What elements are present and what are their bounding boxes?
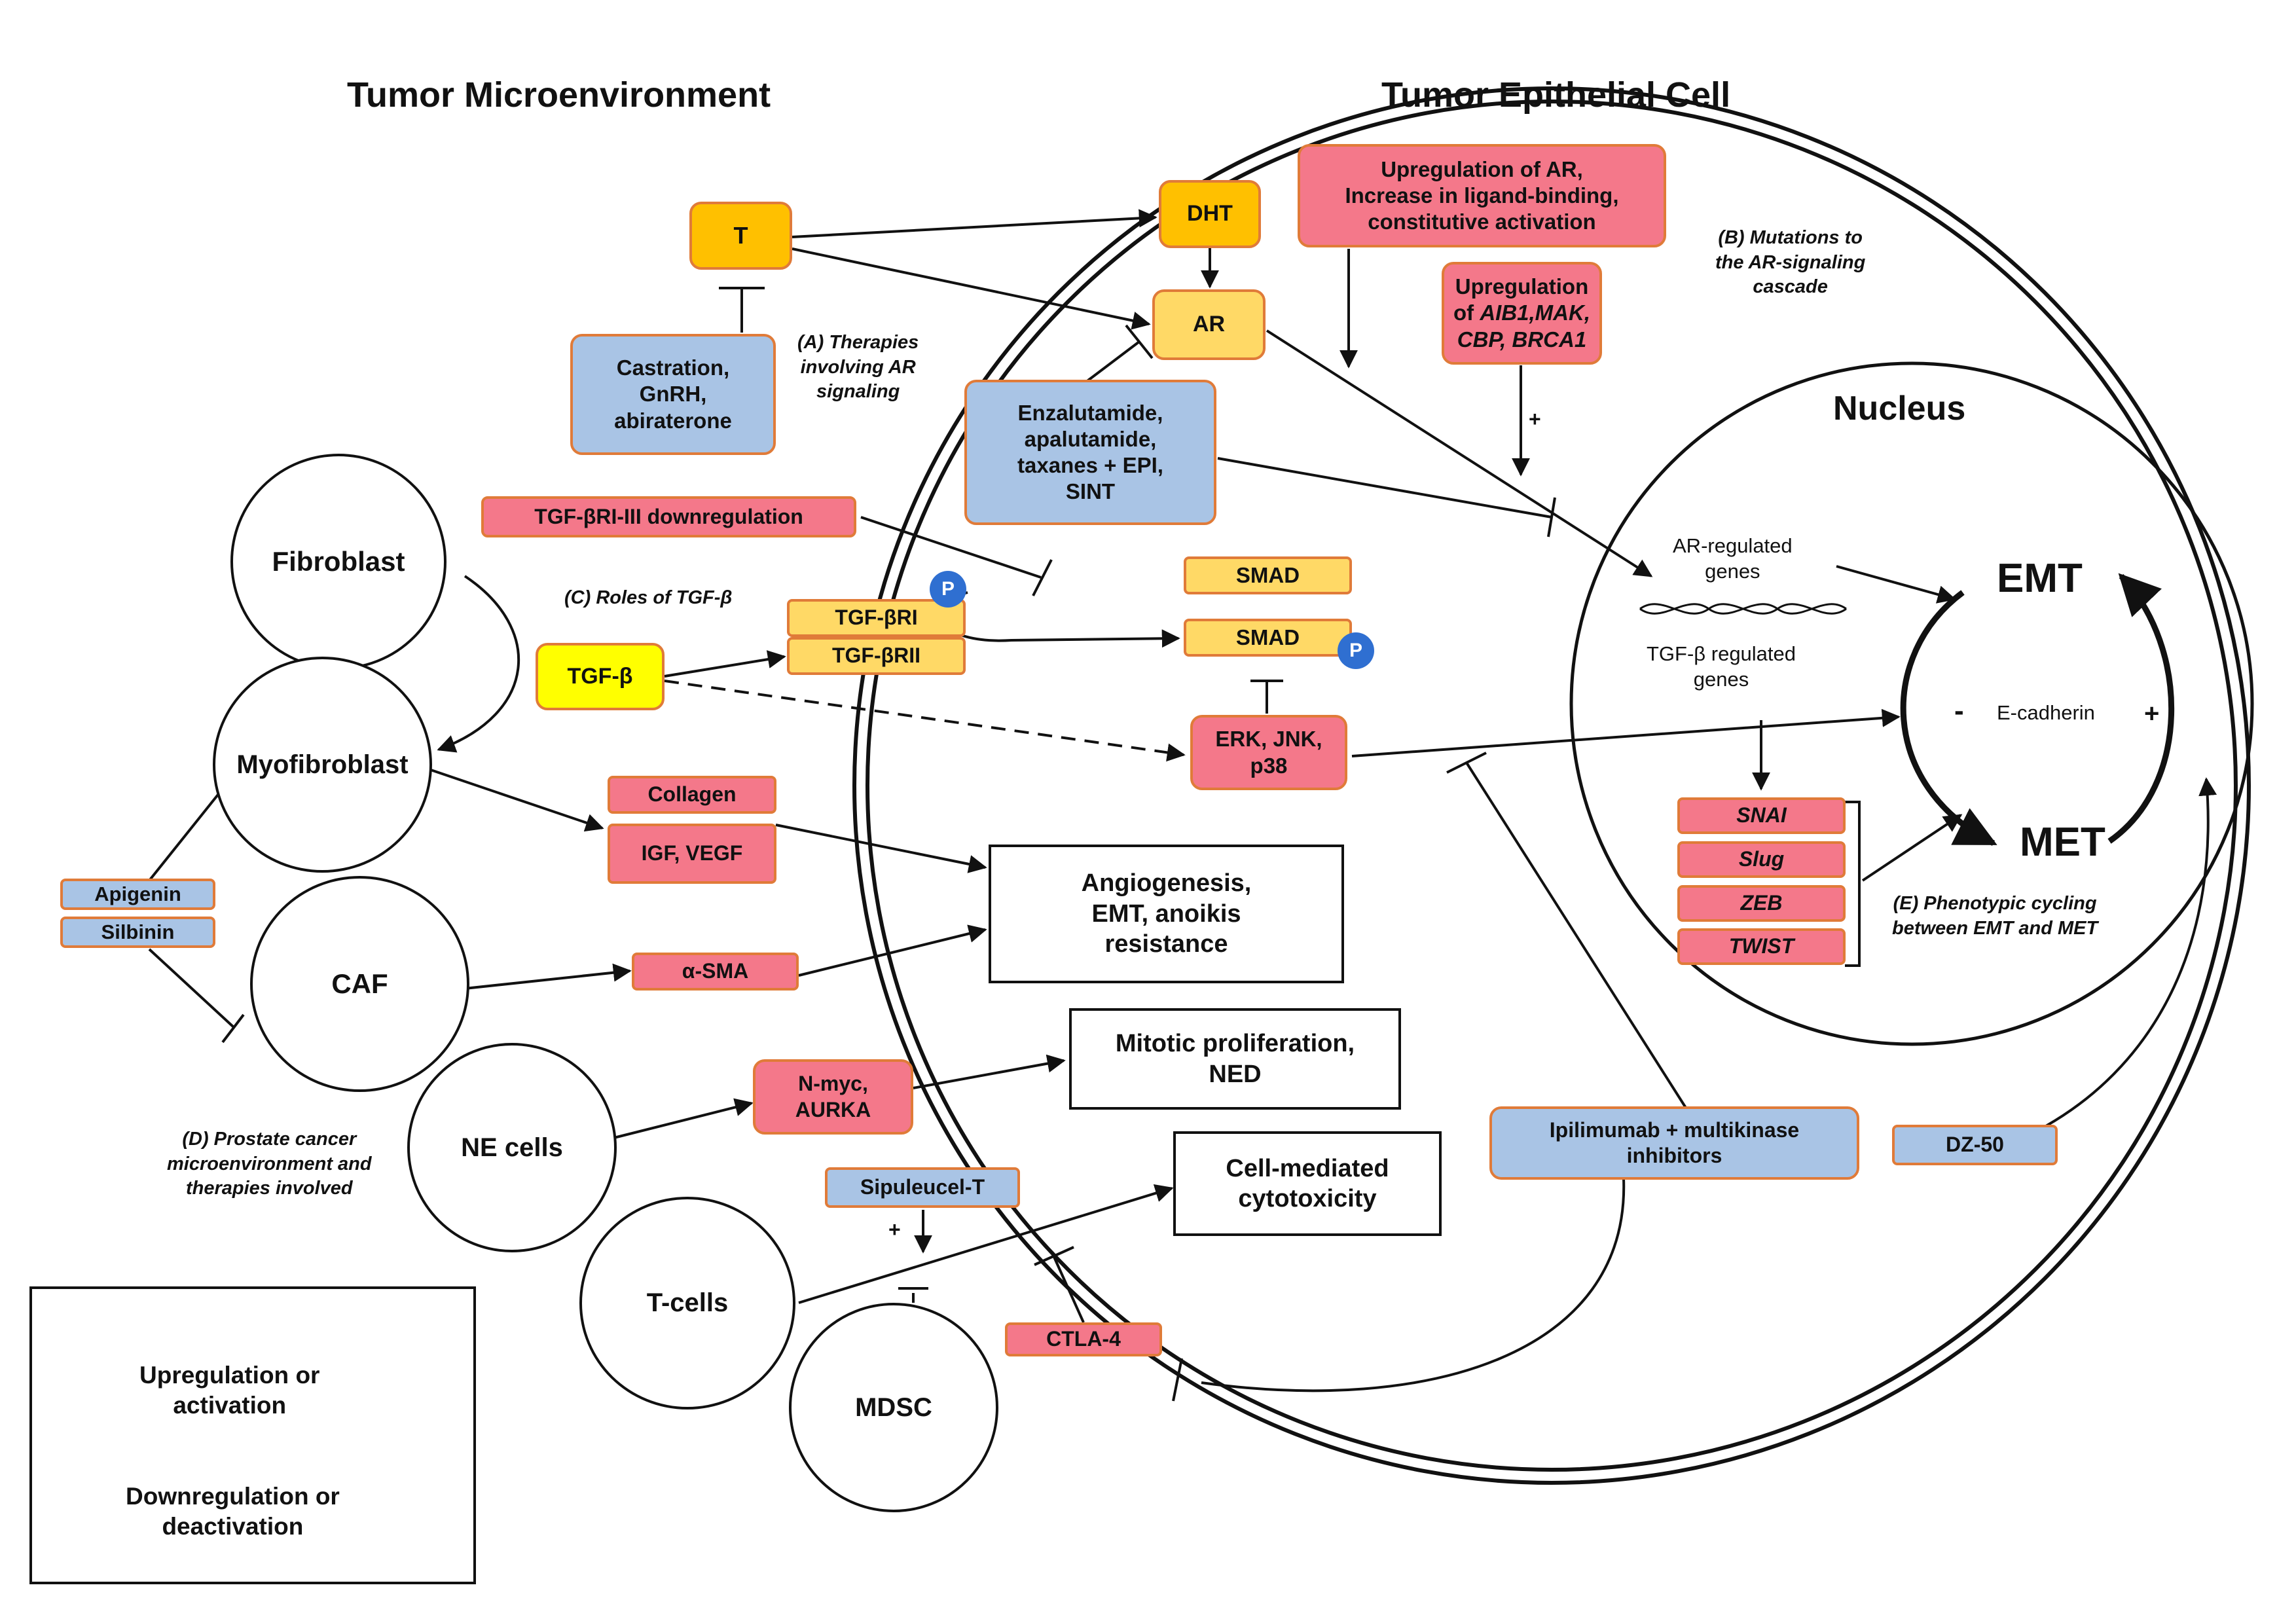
arrow-ne-nmyc xyxy=(595,1098,754,1144)
node-tgfb: TGF-β xyxy=(536,643,665,710)
cell-membrane-inner xyxy=(866,100,2238,1472)
label-tgfb-genes: TGF-β regulated genes xyxy=(1647,642,1796,691)
tf-bracket xyxy=(1845,801,1861,967)
arrow-nmyc-mitotic xyxy=(913,1054,1066,1089)
node-smad-1: SMAD xyxy=(1184,556,1352,594)
legend-up-label: Upregulation or activation xyxy=(139,1362,320,1419)
node-upregulation-genes: Upregulation of AIB1,MAK, CBP, BRCA1 xyxy=(1442,262,1602,365)
arrow-tf-met xyxy=(1861,814,1963,882)
node-t: T xyxy=(689,202,792,270)
arrow-caf-asma xyxy=(464,963,632,990)
node-asma: α-SMA xyxy=(632,953,799,991)
caption-d: (D) Prostate cancer microenvironment and… xyxy=(167,1129,372,1199)
caption-e: (E) Phenotypic cycling between EMT and M… xyxy=(1892,893,2098,939)
tf-snai: SNAI xyxy=(1677,797,1846,834)
sign-plus-genes: + xyxy=(1529,407,1541,431)
therapy-dz50: DZ-50 xyxy=(1892,1125,2058,1165)
arrow-smad-cycle xyxy=(938,591,1180,648)
title-epithelial: Tumor Epithelial Cell xyxy=(1381,75,1731,115)
caption-b: (B) Mutations to the AR-signaling cascad… xyxy=(1715,227,1866,298)
node-tgfbri: TGF-βRI xyxy=(787,599,966,637)
node-collagen: Collagen xyxy=(608,776,776,814)
phospho-smad: P xyxy=(1338,632,1374,669)
node-erk: ERK, JNK, p38 xyxy=(1190,715,1347,790)
cell-fibroblast: Fibroblast xyxy=(230,454,446,670)
caption-c: (C) Roles of TGF-β xyxy=(564,587,733,608)
node-tgfb-downregulation: TGF-βRI-III downregulation xyxy=(481,496,856,537)
therapy-ipilimumab: Ipilimumab + multikinase inhibitors xyxy=(1489,1106,1859,1180)
outcome-mitotic: Mitotic proliferation, NED xyxy=(1069,1008,1401,1110)
outcome-cytotoxicity: Cell-mediated cytotoxicity xyxy=(1173,1131,1442,1236)
arrow-t-dht xyxy=(792,209,1157,238)
cell-caf: CAF xyxy=(250,876,469,1092)
title-nucleus: Nucleus xyxy=(1833,390,1966,427)
node-upregulation-ar: Upregulation of AR, Increase in ligand-b… xyxy=(1298,144,1666,247)
therapy-enzalutamide: Enzalutamide, apalutamide, taxanes + EPI… xyxy=(964,380,1216,525)
cell-ne: NE cells xyxy=(407,1043,617,1252)
therapy-apigenin: Apigenin xyxy=(60,879,215,910)
node-ctla4: CTLA-4 xyxy=(1005,1322,1162,1356)
node-igf-vegf: IGF, VEGF xyxy=(608,824,776,884)
inhibit-ipilimumab-mdsc xyxy=(1201,1178,1626,1392)
arrow-fibroblast-myofibroblast xyxy=(437,575,520,753)
arrow-igf-angiogenesis xyxy=(775,824,987,873)
label-plus: + xyxy=(2144,699,2160,728)
node-smad-2: SMAD xyxy=(1184,619,1352,657)
legend-down-label: Downregulation or deactivation xyxy=(126,1483,340,1540)
inhibit-ctla4-tcells xyxy=(1053,1256,1085,1323)
cell-myofibroblast: Myofibroblast xyxy=(213,657,432,873)
inhibit-ipilimumab-erk xyxy=(1465,761,1690,1114)
node-dht: DHT xyxy=(1159,180,1261,248)
cell-mdsc: MDSC xyxy=(789,1303,998,1512)
tf-twist: TWIST xyxy=(1677,928,1846,965)
inhibit-tgfb-downregulation xyxy=(860,516,1042,579)
arrow-tcells-cytotoxicity xyxy=(798,1184,1174,1304)
inhibit-silbinin-caf xyxy=(148,948,236,1029)
cell-tcells: T-cells xyxy=(579,1197,795,1409)
node-tgfbrii: TGF-βRII xyxy=(787,637,966,675)
node-ar: AR xyxy=(1152,289,1266,360)
inhibit-enzalutamide-ar xyxy=(1079,340,1140,388)
label-met: MET xyxy=(2020,820,2105,865)
sign-plus-sipuleucel: + xyxy=(888,1218,901,1241)
cell-membrane-outer xyxy=(852,86,2251,1485)
inhibit-apigenin-myofibroblast xyxy=(148,781,229,882)
arrow-t-ar xyxy=(792,247,1151,330)
arrow-ar-nucleus xyxy=(1266,329,1653,577)
node-nmyc: N-myc, AURKA xyxy=(753,1059,913,1135)
therapy-silbinin: Silbinin xyxy=(60,917,215,948)
arrow-tgfb-erk xyxy=(664,680,1186,762)
arrow-tgfb-receptor xyxy=(664,650,786,678)
emt-met-cycle-right xyxy=(2107,573,2175,844)
upregulation-genes-text: Upregulation of AIB1,MAK, CBP, BRCA1 xyxy=(1453,274,1590,352)
arrow-asma-angiogenesis xyxy=(798,924,987,977)
label-ecadherin: E-cadherin xyxy=(1997,701,2095,724)
arrow-dz50-cycle xyxy=(2045,777,2217,1127)
label-emt: EMT xyxy=(1997,556,2083,601)
tf-slug: Slug xyxy=(1677,841,1846,878)
emt-met-cycle-left xyxy=(1900,590,1997,846)
caption-a: (A) Therapies involving AR signaling xyxy=(797,332,919,403)
label-ar-genes: AR-regulated genes xyxy=(1673,534,1793,583)
title-microenvironment: Tumor Microenvironment xyxy=(347,75,771,115)
outcome-angiogenesis: Angiogenesis, EMT, anoikis resistance xyxy=(989,845,1344,983)
arrow-myofibroblast-collagen xyxy=(428,768,604,832)
inhibit-enzalutamide-nucleus xyxy=(1217,457,1552,518)
therapy-sipuleucel: Sipuleucel-T xyxy=(825,1167,1020,1208)
tf-zeb: ZEB xyxy=(1677,885,1846,922)
phospho-receptor: P xyxy=(930,571,966,608)
label-minus: - xyxy=(1954,695,1964,727)
legend-box xyxy=(29,1286,476,1584)
nucleus-outline xyxy=(1569,361,2254,1046)
arrow-erk-emt xyxy=(1351,708,1901,757)
therapy-castration: Castration, GnRH, abiraterone xyxy=(570,334,776,455)
arrow-ar-genes-emt xyxy=(1836,565,1956,604)
